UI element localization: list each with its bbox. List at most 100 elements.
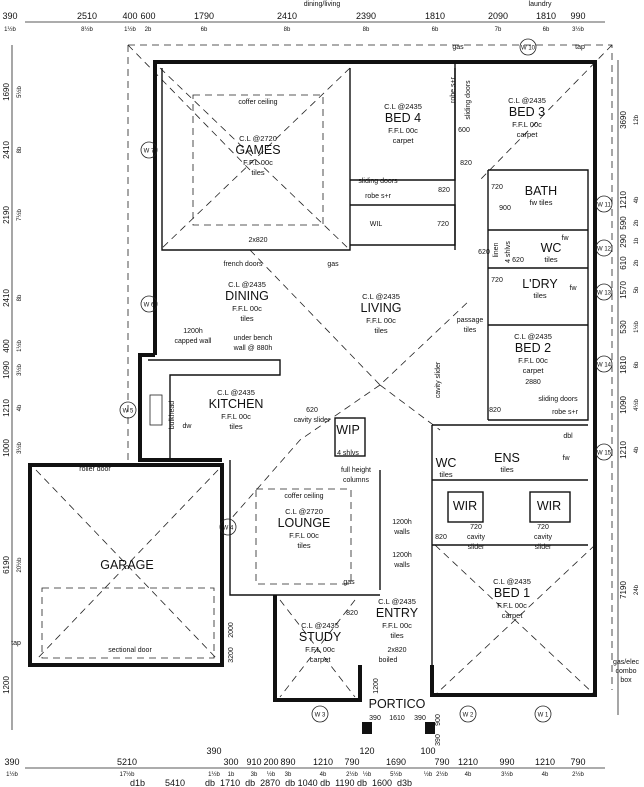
dim-right-value: 1810: [619, 356, 628, 374]
window-marker-label: W 15: [597, 451, 612, 457]
dim-right-bricks: 4b: [634, 196, 640, 203]
room-ceiling: C.L @2435: [228, 280, 266, 289]
annotation: 4 shlvs: [505, 241, 512, 263]
dim-left-value: 1090: [2, 361, 11, 379]
dim-bottom-bricks: 2½b: [436, 771, 448, 778]
window-marker-circle: [140, 295, 158, 313]
annotation: 1610: [389, 715, 405, 722]
annotation: full height: [341, 467, 371, 474]
room-floor-level: F.F.L 00c: [289, 531, 319, 540]
room-ceiling: C.L @2435: [508, 96, 546, 105]
window-marker-label: W 14: [597, 363, 612, 369]
window-marker-circle: [595, 283, 613, 301]
annotation: robe s+r: [450, 76, 457, 103]
window-marker-label: W 6: [144, 303, 155, 309]
annotation: 820: [346, 610, 358, 617]
annotation: gas: [327, 261, 339, 268]
dim-right-value: 1210: [619, 441, 628, 459]
window-marker-circle: [595, 195, 613, 213]
dim-left-bricks: 20½b: [16, 557, 23, 573]
room-finish: carpet: [502, 611, 524, 620]
dim-bottom-value: 790: [570, 757, 585, 767]
annotation: tiles: [464, 327, 477, 334]
annotation: walls: [393, 562, 410, 569]
annotation: columns: [343, 477, 370, 484]
header-dining-living: dining/living: [304, 1, 341, 8]
window-marker-circle: [459, 705, 477, 723]
window-marker-label: W 2: [463, 713, 474, 719]
annotation: coffer ceiling: [284, 493, 323, 500]
room-finish: tiles: [533, 291, 547, 300]
annotation: 820: [489, 407, 501, 414]
dim-bottom-value: 890: [280, 757, 295, 767]
annotation: slider: [468, 544, 485, 551]
dim-top-bricks: 6b: [432, 27, 439, 33]
dim-right-bricks: 5b: [634, 286, 640, 293]
dim-top-bricks: 8b: [284, 27, 291, 33]
room-finish: carpet: [393, 136, 415, 145]
annotation: 600: [458, 127, 470, 134]
dim-bottom-value: 1690: [386, 757, 406, 767]
room-finish: tiles: [544, 255, 558, 264]
annotation: sliding doors: [358, 178, 398, 185]
room-finish: tiles: [500, 465, 514, 474]
annotation: gas/elec: [613, 659, 640, 666]
dim-top-value: 2410: [277, 11, 297, 21]
room-name: PORTICO: [369, 697, 426, 711]
dim-bottom-value: 910: [246, 757, 261, 767]
dim-right-value: 1570: [619, 281, 628, 299]
window-marker-circle: [595, 239, 613, 257]
room-finish: carpet: [517, 130, 539, 139]
window-marker-label: W 1: [538, 713, 549, 719]
dim-top-bricks: 1½b: [124, 26, 136, 33]
dim-top-value: 990: [570, 11, 585, 21]
room-ceiling: C.L @2435: [217, 388, 255, 397]
dim-top-value: 390: [2, 11, 17, 21]
dim-bottom-bricks: 3b: [251, 772, 258, 778]
annotation: 2x820: [387, 647, 406, 654]
room-finish: carpet: [310, 655, 332, 664]
window-marker-label: W 10: [521, 46, 536, 52]
annotation: 1200h: [183, 328, 203, 335]
window-marker-label: W 12: [597, 247, 612, 253]
dim-left-bricks: 3½b: [16, 442, 23, 454]
dim-right-bricks: 12b: [634, 114, 640, 125]
dim-left-value: 400: [2, 339, 11, 353]
dim-top-value: 600: [140, 11, 155, 21]
dim-left-bricks: 7½b: [16, 209, 23, 221]
dim-right-bricks: 2b: [634, 259, 640, 266]
annotation: 900: [435, 714, 442, 726]
dim-top-bricks: 2b: [145, 27, 152, 33]
annotation: wall @ 880h: [233, 345, 273, 352]
walls: [28, 60, 597, 702]
dim-bottom-partial-row: d1b 5410 db 1710 db 2870 db 1040 db 1190…: [130, 778, 412, 787]
annotation: slider: [535, 544, 552, 551]
dim-bottom-value: 790: [434, 757, 449, 767]
room-floor-level: F.F.L 00c: [388, 126, 418, 135]
annotation: combo: [615, 668, 636, 675]
annotation: 2x820: [248, 237, 267, 244]
dim-bottom-value: 5210: [117, 757, 137, 767]
dim-bottom-bricks: 2½b: [572, 771, 584, 778]
room-name: LIVING: [361, 301, 402, 315]
window-marker-circle: [219, 518, 237, 536]
room-name: ENS: [494, 451, 520, 465]
dim-right-bricks: 2b: [634, 219, 640, 226]
annotation: sliding doors: [465, 80, 472, 120]
dim-top-bricks: 1½b: [4, 26, 16, 33]
annotation: cavity: [467, 534, 485, 541]
dim-left-bricks: 8b: [17, 146, 23, 153]
annotation: passage: [457, 317, 484, 324]
room-finish: tiles: [251, 168, 265, 177]
header-laundry: laundry: [529, 1, 552, 8]
dim-right-value: 290: [619, 234, 628, 248]
annotation: 620: [512, 257, 524, 264]
dim-top-bricks: 3½b: [572, 26, 584, 33]
annotation: french doors: [224, 261, 263, 268]
dim-top-bricks: 7b: [495, 27, 502, 33]
window-marker-label: W 5: [123, 409, 134, 415]
dim-bottom-value: 100: [420, 746, 435, 756]
